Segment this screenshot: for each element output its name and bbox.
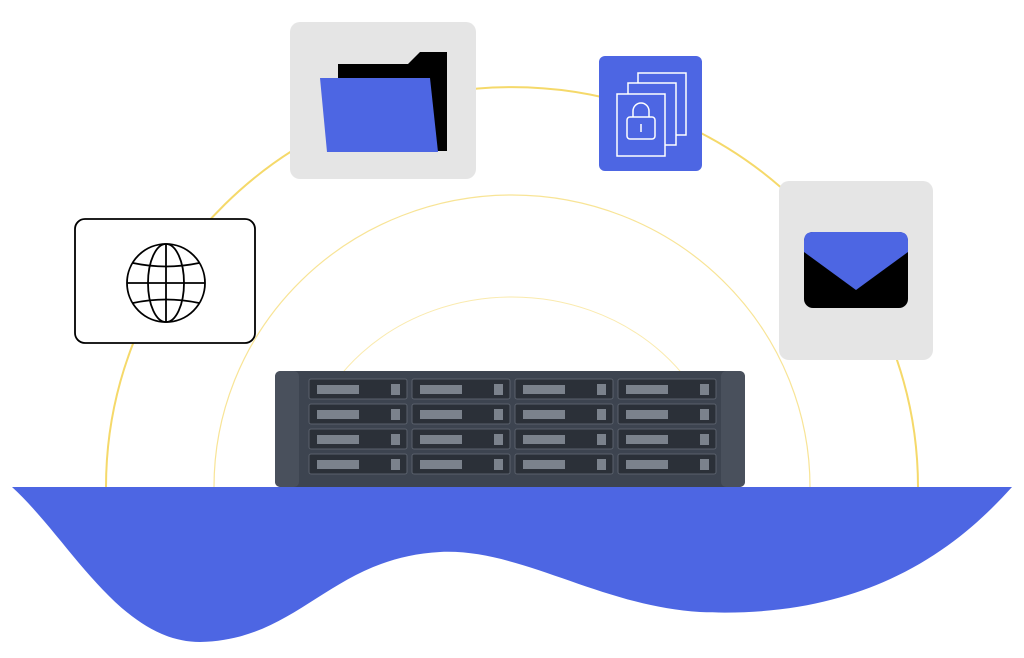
server-right-ear	[721, 371, 745, 487]
wave-base	[12, 487, 1012, 642]
mail-card	[779, 181, 933, 360]
globe-icon	[126, 243, 206, 323]
drive-bay	[617, 403, 717, 425]
drive-label	[626, 410, 668, 419]
drive-latch	[391, 459, 400, 470]
drive-latch	[494, 459, 503, 470]
drive-bay	[411, 428, 511, 450]
drive-label	[420, 460, 462, 469]
drive-label	[317, 460, 359, 469]
envelope-icon	[804, 232, 908, 308]
folder-icon	[320, 52, 447, 152]
drive-latch	[700, 459, 709, 470]
documents-card	[599, 56, 702, 171]
nas-server-icon	[275, 371, 745, 487]
drive-label	[626, 460, 668, 469]
drive-label	[420, 435, 462, 444]
drive-bay	[617, 428, 717, 450]
drive-bay	[514, 403, 614, 425]
middle-arc	[213, 194, 811, 488]
folder-card	[290, 22, 476, 179]
drive-bays	[308, 378, 717, 475]
drive-latch	[391, 384, 400, 395]
drive-label	[523, 435, 565, 444]
drive-label	[523, 460, 565, 469]
drive-bay	[514, 428, 614, 450]
drive-label	[626, 435, 668, 444]
server-left-ear	[275, 371, 299, 487]
drive-bay	[514, 378, 614, 400]
drive-latch	[700, 409, 709, 420]
drive-latch	[597, 409, 606, 420]
drive-bay	[308, 428, 408, 450]
drive-label	[317, 385, 359, 394]
drive-bay	[411, 453, 511, 475]
drive-bay	[411, 378, 511, 400]
drive-bay	[514, 453, 614, 475]
drive-latch	[597, 434, 606, 445]
drive-latch	[494, 434, 503, 445]
locked-documents-icon	[616, 72, 687, 157]
drive-bay	[308, 378, 408, 400]
drive-label	[420, 385, 462, 394]
drive-bay	[308, 453, 408, 475]
drive-label	[420, 410, 462, 419]
drive-bay	[617, 378, 717, 400]
drive-latch	[391, 409, 400, 420]
drive-latch	[597, 384, 606, 395]
drive-latch	[494, 384, 503, 395]
drive-latch	[700, 384, 709, 395]
drive-bay	[617, 453, 717, 475]
lock-shackle	[632, 102, 650, 117]
globe-card	[74, 218, 256, 344]
drive-bay	[411, 403, 511, 425]
drive-latch	[494, 409, 503, 420]
drive-latch	[700, 434, 709, 445]
drive-label	[317, 410, 359, 419]
drive-bay	[308, 403, 408, 425]
drive-label	[523, 410, 565, 419]
drive-latch	[391, 434, 400, 445]
drive-label	[523, 385, 565, 394]
drive-label	[317, 435, 359, 444]
drive-label	[626, 385, 668, 394]
drive-latch	[597, 459, 606, 470]
